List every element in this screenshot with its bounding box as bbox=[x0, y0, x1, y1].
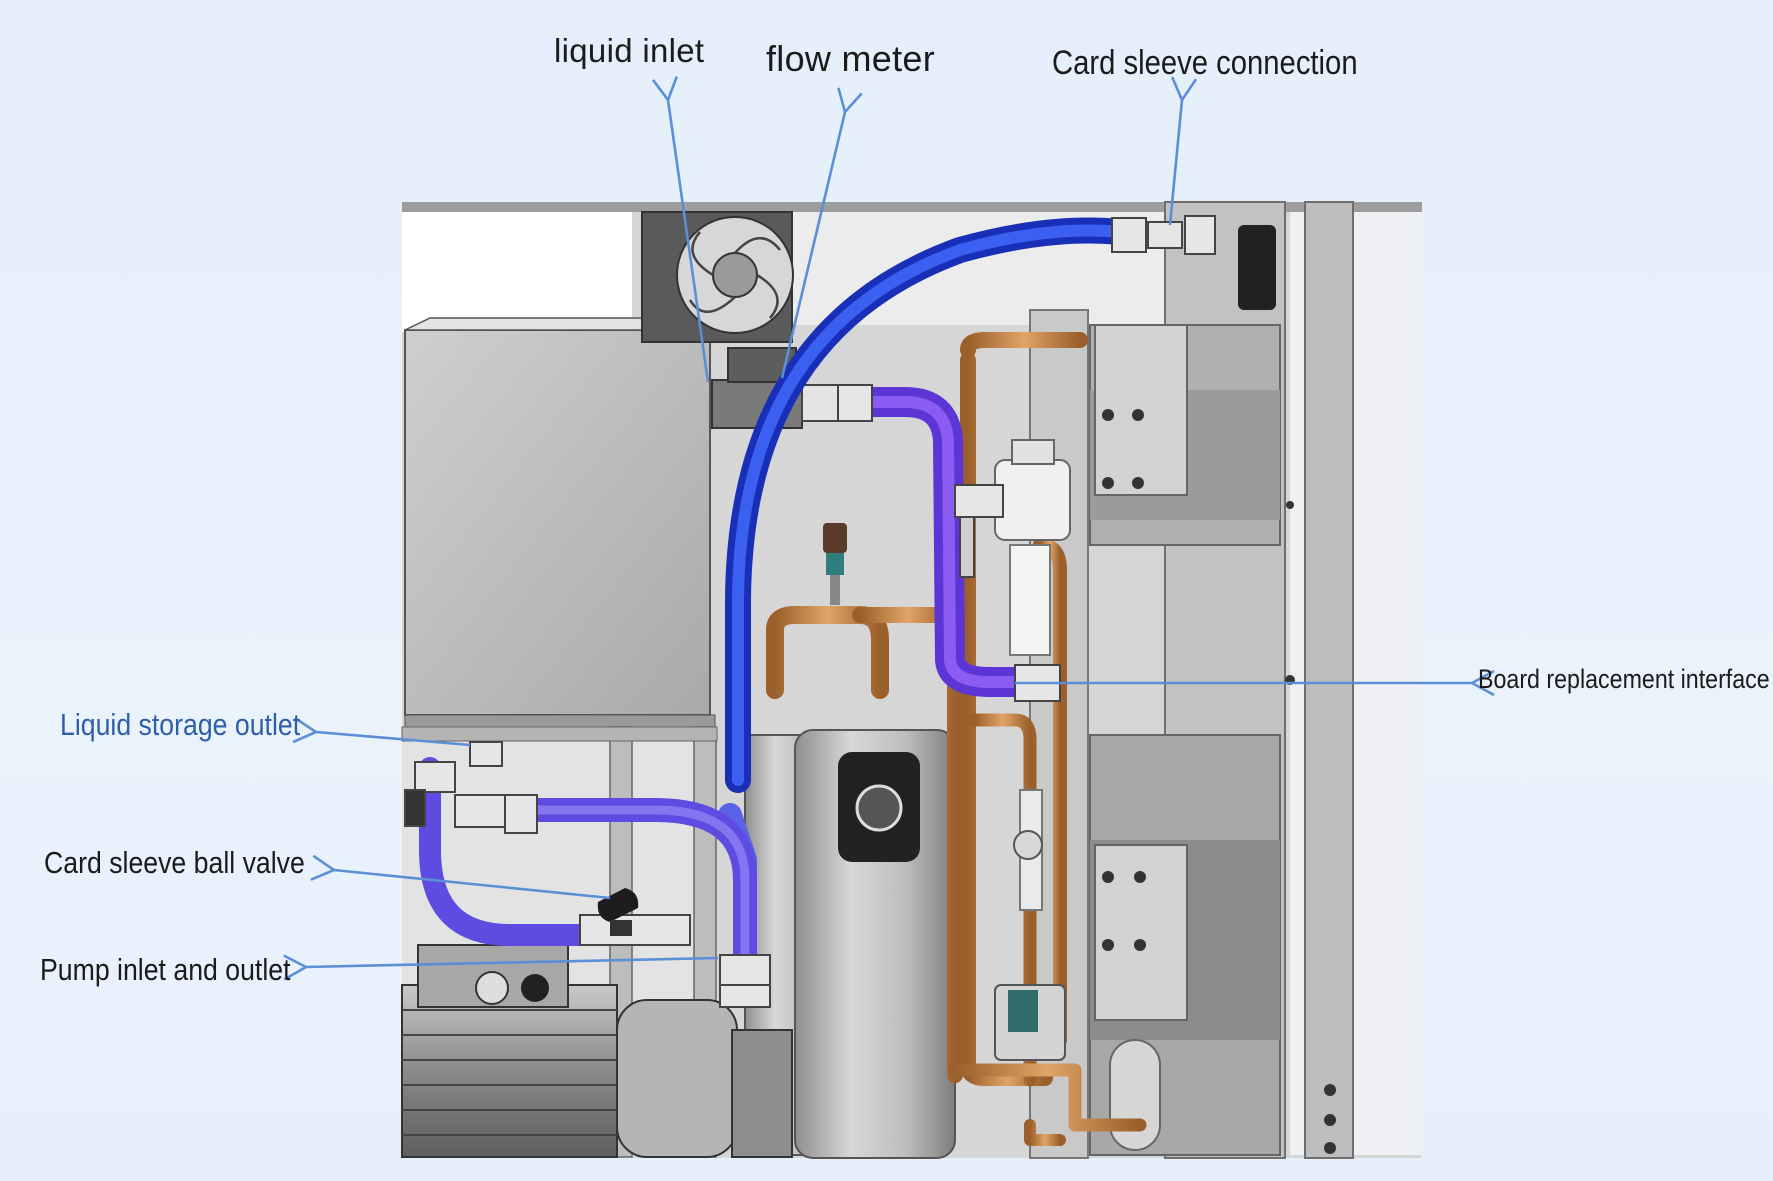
arrow-flow-meter bbox=[780, 112, 845, 379]
arrow-pump-inlet-outlet bbox=[306, 958, 719, 967]
label-liquid-storage-outlet: Liquid storage outlet bbox=[60, 707, 301, 742]
filter-drier bbox=[994, 439, 1071, 1061]
fan-icon bbox=[641, 211, 794, 343]
valve-handle-icon bbox=[597, 888, 639, 936]
label-card-sleeve-ball-valve: Card sleeve ball valve bbox=[44, 845, 305, 880]
label-board-replacement-interface: Board replacement interface bbox=[1478, 664, 1770, 694]
pump-motor bbox=[401, 944, 793, 1158]
label-pump-inlet-and-outlet: Pump inlet and outlet bbox=[40, 952, 291, 987]
pressure-sensor-icon bbox=[823, 523, 847, 605]
label-card-sleeve-connection: Card sleeve connection bbox=[1052, 44, 1358, 82]
arrow-card-sleeve-connection bbox=[1168, 100, 1182, 226]
purple-hoses bbox=[419, 387, 1035, 972]
arrow-liquid-storage-outlet bbox=[316, 732, 471, 747]
storage-tank-box bbox=[404, 317, 716, 728]
label-liquid-inlet: liquid inlet bbox=[554, 32, 705, 69]
arrow-card-sleeve-ball-valve bbox=[334, 870, 611, 900]
annotation-arrows bbox=[306, 100, 1472, 967]
label-flow-meter: flow meter bbox=[766, 38, 936, 79]
arrow-liquid-inlet bbox=[668, 100, 710, 383]
